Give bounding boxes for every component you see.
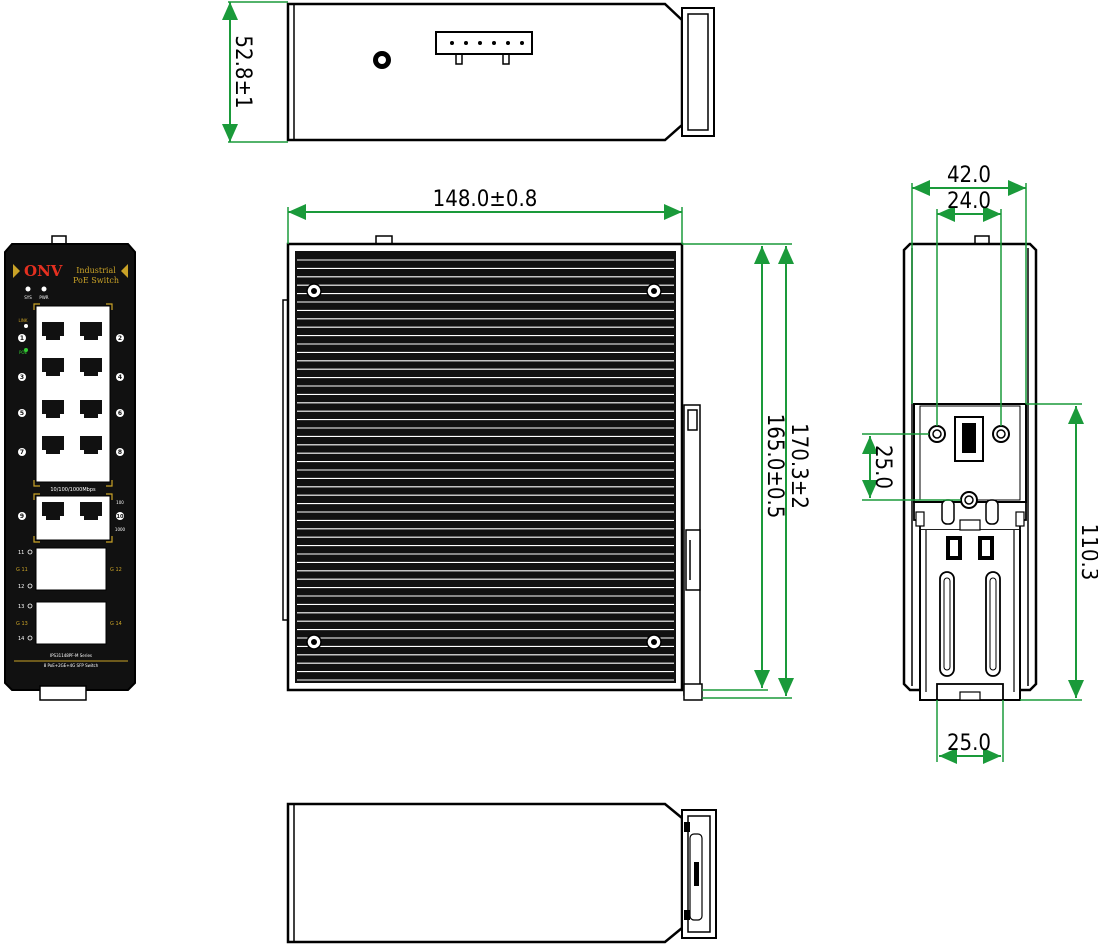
mount-screws	[306, 283, 662, 650]
sfp-12-label: G 12	[110, 567, 122, 573]
main-side-view	[282, 235, 703, 701]
port-num-1: 1	[20, 335, 24, 342]
port-num-7: 7	[20, 449, 24, 456]
rail-width-label: 25.0	[947, 731, 991, 756]
speed-1000-label: 1000	[115, 527, 126, 532]
port-num-6: 6	[118, 410, 122, 417]
led-pwr-label: PWR	[39, 295, 48, 300]
model-line-2: 8 PoE+2GE+4G SFP Switch	[44, 663, 99, 668]
model-line-1: IPS31148PF-M Series	[50, 653, 92, 658]
top-view	[286, 2, 715, 142]
port-num-2: 2	[118, 335, 122, 342]
rail-height-label: 110.3	[1076, 524, 1098, 581]
front-panel: ONV Industrial PoE Switch SYS PWR LINK P…	[4, 235, 136, 701]
port-speed-label: 10/100/1000Mbps	[50, 487, 96, 493]
din-rail-clip	[683, 404, 703, 701]
port-num-4: 4	[118, 374, 122, 381]
width-label: 148.0±0.8	[433, 187, 538, 212]
height-label: 52.8±1	[230, 35, 255, 108]
poe-label: POE	[19, 350, 28, 355]
depth-outer-label: 170.3±2	[786, 423, 811, 509]
port-13-label: 13	[18, 604, 24, 610]
port-num-5: 5	[20, 410, 24, 417]
sfp-14-label: G 14	[110, 621, 122, 627]
port-num-3: 3	[20, 374, 24, 381]
port-12-label: 12	[18, 584, 24, 590]
sfp-13-label: G 13	[16, 621, 28, 627]
panel-title-2: PoE Switch	[73, 276, 119, 285]
link-label: LINK	[18, 318, 27, 323]
port-num-8: 8	[118, 449, 122, 456]
speed-100-label: 100	[116, 500, 124, 505]
rear-dimensions: 42.0 24.0 25.0 110.3 25.0	[862, 163, 1098, 764]
side-width-label: 42.0	[947, 163, 991, 188]
depth-inner-label: 165.0±0.5	[762, 414, 787, 519]
brand-logo: ONV	[24, 262, 63, 280]
depth-dimensions: 165.0±0.5 170.3±2	[682, 243, 811, 699]
port-14-label: 14	[18, 636, 24, 642]
hole-vertical-label: 25.0	[870, 445, 895, 489]
port-num-10: 10	[117, 514, 124, 520]
bottom-view	[286, 802, 717, 944]
hole-spacing-label: 24.0	[947, 189, 991, 214]
height-dimension: 52.8±1	[222, 1, 288, 143]
rear-view	[902, 235, 1038, 701]
width-dimension: 148.0±0.8	[287, 187, 683, 244]
panel-title-1: Industrial	[76, 266, 116, 275]
port-11-label: 11	[18, 550, 24, 556]
port-num-9: 9	[20, 513, 24, 520]
led-sys-label: SYS	[24, 295, 32, 300]
sfp-11-label: G 11	[16, 567, 28, 573]
